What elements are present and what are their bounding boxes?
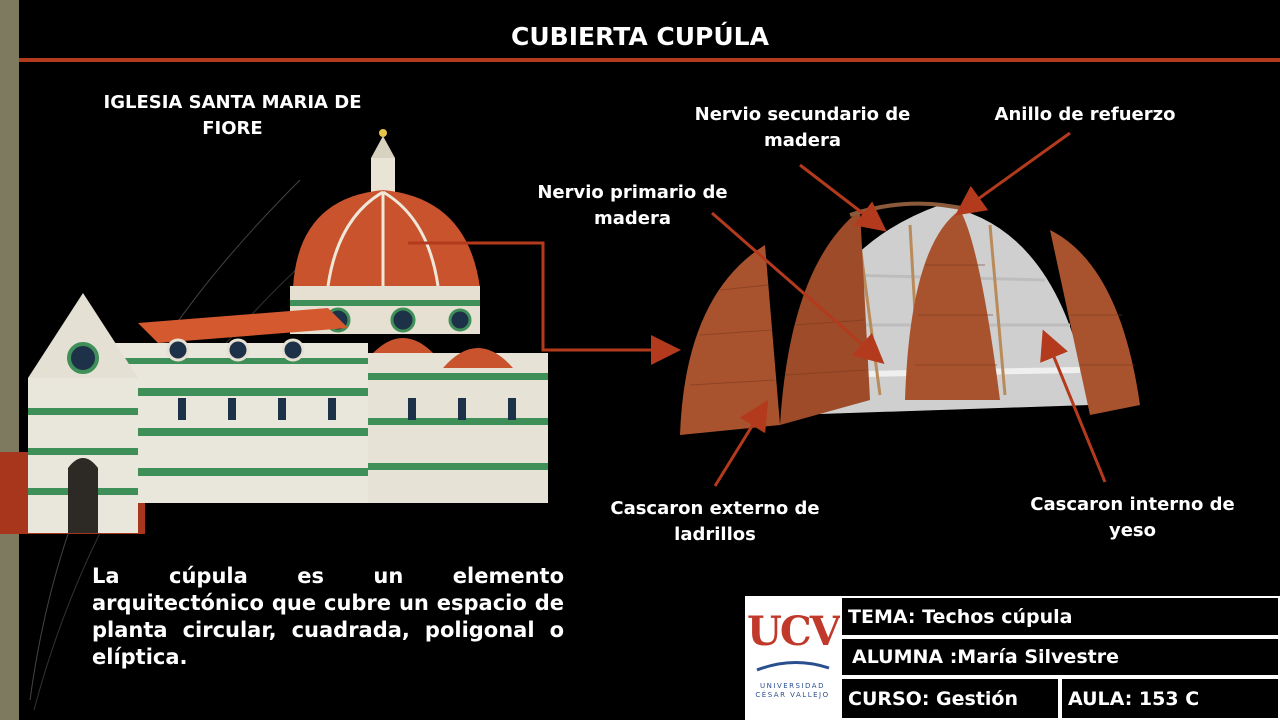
label-nervio-primario: Nervio primario de madera [537, 182, 728, 229]
slide-title: CUBIERTA CUPÚLA [511, 22, 769, 51]
label-cascaron-interno: Cascaron interno de yeso [1030, 494, 1235, 541]
logo-swoosh-icon [756, 660, 830, 672]
info-aula: AULA: 153 C [1060, 677, 1280, 720]
label-anillo-refuerzo: Anillo de refuerzo [994, 104, 1176, 125]
dome-description: La cúpula es un elemento arquitectónico … [92, 564, 564, 669]
label-cascaron-externo: Cascaron externo de ladrillos [610, 498, 820, 545]
info-curso: CURSO: Gestión [840, 677, 1060, 720]
church-caption: IGLESIA SANTA MARIA DE FIORE [103, 92, 362, 139]
info-tema: TEMA: Techos cúpula [840, 596, 1280, 637]
ucv-logo: UCV UNIVERSIDAD CÉSAR VALLEJO [745, 596, 841, 720]
title-underline [19, 58, 1280, 62]
info-alumna: ALUMNA :María Silvestre [840, 637, 1280, 677]
label-nervio-secundario: Nervio secundario de madera [694, 104, 911, 151]
ucv-logo-text: UCV [747, 608, 841, 655]
ucv-logo-subtext: UNIVERSIDAD CÉSAR VALLEJO [755, 682, 830, 699]
cathedral-illustration [28, 128, 558, 533]
left-decorative-bar [0, 0, 19, 720]
